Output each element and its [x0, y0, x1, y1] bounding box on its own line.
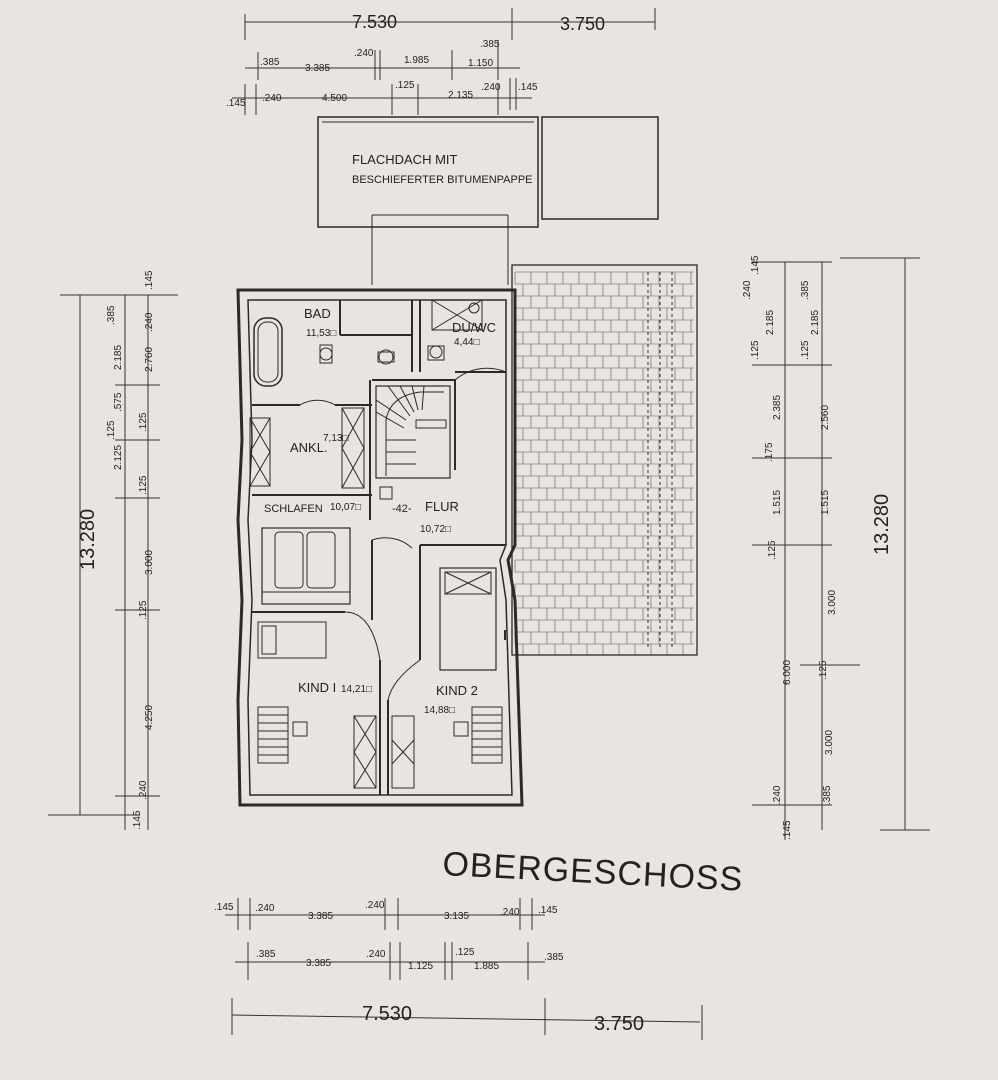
bottom-r2-f: 1.885: [474, 961, 499, 972]
right-inner-3: .125: [750, 340, 761, 360]
room-kind1-area: 14,21□: [341, 684, 372, 695]
left-outer-1: 2.760: [144, 347, 155, 372]
top-r1-c: .240: [354, 48, 374, 59]
bottom-r1-f: .240: [500, 907, 520, 918]
left-inner-5: .125: [138, 475, 149, 495]
right-inner-1: .240: [742, 280, 753, 300]
top-r2-f: .240: [481, 82, 501, 93]
right-inner-0: .145: [750, 255, 761, 275]
top-r2-e: 2.135: [448, 90, 473, 101]
right-inner-2: 2.185: [765, 310, 776, 335]
left-inner-11: .145: [144, 270, 155, 290]
left-inner-2: .575: [113, 392, 124, 412]
top-r2-g: .145: [518, 82, 538, 93]
bottom-r2-c: .240: [366, 949, 386, 960]
flat-roof: FLACHDACH MIT BESCHIEFERTER BITUMENPAPPE: [317, 116, 659, 285]
room-kind2-name: KIND 2: [436, 683, 478, 698]
bottom-r1-b: .240: [255, 903, 275, 914]
room-kind2-area: 14,88□: [424, 705, 455, 716]
left-inner-7: .125: [138, 600, 149, 620]
right-total-dim: 13.280: [871, 494, 893, 555]
right-outer-3: 2.560: [820, 405, 831, 430]
left-outer-0: .240: [144, 312, 155, 332]
right-outer-0: .385: [800, 280, 811, 300]
right-inner-4: 2.385: [772, 395, 783, 420]
room-flur-name: FLUR: [425, 499, 459, 514]
staircase: [375, 385, 451, 479]
bottom-r2-g: .385: [544, 952, 564, 963]
top-r1-b: 3.385: [305, 63, 330, 74]
room-ankl-area: 7,13□: [323, 433, 349, 444]
left-dimension-chains: 13.280 .385 2.185 .575 .125 2.125 .125 3…: [48, 270, 178, 830]
top-dimension-chains: 7.530 3.750 .385 3.385 .240 1.985 .385 1…: [226, 8, 656, 115]
top-r1-d: 1.985: [404, 55, 429, 66]
bottom-dimension-chains: .145 .240 3.385 .240 3.135 .240 .145 .38…: [214, 898, 703, 1040]
top-r1-f: 1.150: [468, 58, 493, 69]
right-outer-2: .125: [800, 340, 811, 360]
left-inner-4: 2.125: [113, 445, 124, 470]
bottom-r2-e: .125: [455, 947, 475, 958]
left-inner-9: .240: [138, 780, 149, 800]
right-inner-8: 6.000: [782, 660, 793, 685]
left-inner-0: .385: [106, 305, 117, 325]
left-inner-8: 4.250: [144, 705, 155, 730]
right-dimension-chains: 13.280 .145 .240 2.185 .125 2.385 .175 1…: [742, 255, 930, 840]
top-r2-b: .240: [262, 93, 282, 104]
right-inner-6: 1.515: [772, 490, 783, 515]
room-duwc-name: DU/WC: [452, 320, 496, 335]
right-outer-6: .125: [818, 660, 829, 680]
bottom-r1-c: 3.385: [308, 911, 333, 922]
built-in-cabinets: [249, 407, 415, 789]
room-duwc-area: 4,44□: [454, 337, 480, 348]
bottom-r2-b: 3.385: [306, 958, 331, 969]
right-outer-8: .385: [822, 785, 833, 805]
top-r2-d: .125: [395, 80, 415, 91]
right-outer-4: 1.515: [820, 490, 831, 515]
bottom-r1-d: .240: [365, 900, 385, 911]
bottom-r2-a: .385: [256, 949, 276, 960]
top-r2-c: 4.500: [322, 93, 347, 104]
roof-note-line2: BESCHIEFERTER BITUMENPAPPE: [352, 174, 533, 186]
bottom-main-dim: 7.530: [362, 1003, 412, 1025]
room-ankl-name: ANKL.: [290, 440, 328, 455]
room-flur-area: 10,72□: [420, 524, 451, 535]
top-extra-dim: 3.750: [560, 14, 605, 34]
room-schlafen-name: SCHLAFEN: [264, 503, 323, 515]
top-main-dim: 7.530: [352, 12, 397, 32]
left-outer-2: .125: [138, 412, 149, 432]
right-inner-10: .145: [782, 820, 793, 840]
room-schlafen-area: 10,07□: [330, 502, 361, 513]
left-total-dim: 13.280: [77, 509, 99, 570]
top-r1-e: .385: [480, 39, 500, 50]
building-walls: [236, 288, 524, 807]
roof-note-line1: FLACHDACH MIT: [352, 152, 458, 167]
left-inner-3: .125: [106, 420, 117, 440]
bathroom-fixtures: [253, 299, 483, 387]
left-inner-10: .145: [132, 810, 143, 830]
room-kind1-name: KIND I: [298, 680, 336, 695]
right-outer-1: 2.185: [810, 310, 821, 335]
shaft-label: -42-: [392, 503, 412, 515]
right-inner-5: .175: [764, 442, 775, 462]
room-bad-area: 11,53□: [306, 328, 336, 339]
left-inner-1: 2.185: [113, 345, 124, 370]
furniture: [257, 367, 507, 764]
room-bad-name: BAD: [304, 306, 331, 321]
top-r2-a: .145: [226, 98, 246, 109]
bottom-r2-d: 1.125: [408, 961, 433, 972]
left-inner-6: 3.000: [144, 550, 155, 575]
top-r1-a: .385: [260, 57, 280, 68]
bottom-extra-dim: 3.750: [594, 1013, 644, 1035]
bottom-r1-e: 3.135: [444, 911, 469, 922]
room-labels: BAD 11,53□ DU/WC 4,44□ ANKL. 7,13□ SCHLA…: [264, 306, 496, 716]
right-outer-5: 3.000: [827, 590, 838, 615]
right-inner-9: .240: [772, 785, 783, 805]
right-outer-7: 3.000: [824, 730, 835, 755]
right-inner-7: .125: [767, 540, 778, 560]
bottom-r1-g: .145: [538, 905, 558, 916]
bottom-r1-a: .145: [214, 902, 234, 913]
